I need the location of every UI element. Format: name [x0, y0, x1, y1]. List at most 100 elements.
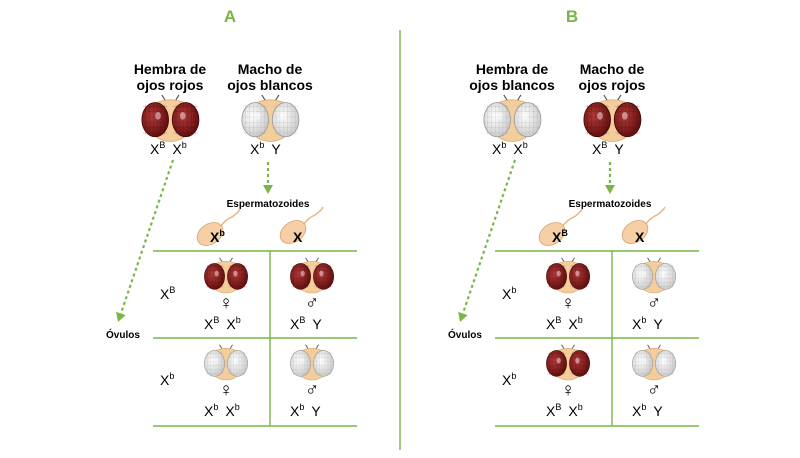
- allele-base: X: [160, 372, 170, 388]
- sperm-genotype: X: [293, 229, 302, 245]
- fly-head-red-eyes-icon: [141, 94, 199, 143]
- allele-base: X: [568, 403, 578, 419]
- sperm-title-text: Espermatozoides: [568, 199, 652, 210]
- allele: Xb: [204, 402, 219, 419]
- panel-letter-text: A: [223, 7, 237, 26]
- allele-superscript: b: [234, 402, 240, 412]
- allele-superscript: b: [213, 402, 219, 412]
- allele: Xb: [160, 371, 174, 388]
- fly-head-red-eyes-icon: [546, 257, 590, 294]
- allele: XB: [160, 285, 176, 302]
- sperm-title: Espermatozoides: [540, 199, 680, 210]
- sex-symbol: ♂: [646, 293, 662, 314]
- allele: Xb: [492, 140, 506, 157]
- egg-genotype: Xb: [502, 285, 516, 302]
- allele-base: X: [632, 403, 642, 419]
- allele: Xb: [172, 140, 187, 157]
- fly-head-red-eyes-icon: [546, 344, 590, 381]
- allele: Xb: [290, 402, 305, 419]
- allele: XB: [592, 140, 607, 157]
- label-line: ojos blancos: [469, 77, 555, 93]
- label-line: ojos rojos: [578, 77, 646, 93]
- allele: Xb: [632, 315, 647, 332]
- allele-superscript: b: [641, 315, 647, 325]
- fly-head-white-eyes-icon: [632, 344, 676, 381]
- egg-genotype: Xb: [502, 371, 516, 388]
- allele-superscript: B: [561, 228, 568, 238]
- allele: Xb: [250, 140, 264, 157]
- fly-head-red-eyes-icon: [204, 257, 248, 294]
- female-genotype: Xb Xb: [492, 140, 528, 157]
- allele-superscript: B: [159, 140, 166, 150]
- ovulos-label: Óvulos: [448, 330, 482, 341]
- allele-base: X: [635, 229, 645, 245]
- allele-superscript: b: [181, 140, 187, 150]
- allele-superscript: b: [641, 402, 647, 412]
- allele-superscript: B: [213, 315, 220, 325]
- female-symbol-icon: ♀: [556, 380, 580, 402]
- allele-base: X: [293, 229, 303, 245]
- allele-base: X: [502, 286, 512, 302]
- sperm-genotype: Xb: [210, 228, 225, 245]
- fly-head-white-eyes-icon: [632, 257, 676, 294]
- allele: XB: [150, 140, 166, 157]
- ovulos-label: Óvulos: [106, 330, 140, 341]
- allele: XB: [546, 402, 561, 419]
- sperm-icon: [196, 208, 241, 246]
- sperm-title-text: Espermatozoides: [226, 199, 310, 210]
- allele-base: X: [552, 229, 562, 245]
- allele-base: Y: [312, 316, 322, 332]
- allele-base: X: [150, 141, 160, 157]
- allele: Xb: [226, 315, 240, 332]
- ovulos-text: Óvulos: [106, 330, 140, 341]
- allele-superscript: b: [219, 228, 225, 238]
- allele-base: X: [160, 286, 170, 302]
- allele-base: X: [513, 141, 523, 157]
- allele: Xb: [568, 402, 582, 419]
- sperm-title: Espermatozoides: [198, 199, 338, 210]
- sperm-genotype: XB: [552, 228, 568, 245]
- allele-base: X: [210, 229, 220, 245]
- allele-base: X: [290, 316, 300, 332]
- allele: X: [635, 229, 644, 245]
- allele: Xb: [513, 140, 527, 157]
- male-symbol-icon: ♂: [300, 380, 324, 402]
- panel-letter-text: B: [565, 7, 579, 26]
- sex-symbol: ♂: [304, 293, 320, 314]
- allele: Y: [312, 316, 321, 332]
- allele-superscript: b: [299, 402, 305, 412]
- fly-head-red-eyes-icon: [583, 94, 641, 143]
- allele: XB: [552, 228, 568, 245]
- allele: XB: [204, 315, 220, 332]
- allele: Xb: [502, 371, 516, 388]
- sex-symbol: ♂: [646, 380, 662, 401]
- allele-superscript: B: [299, 315, 306, 325]
- allele: Y: [311, 403, 320, 419]
- male-symbol-icon: ♂: [300, 293, 324, 315]
- allele: X: [293, 229, 302, 245]
- egg-genotype: Xb: [160, 371, 174, 388]
- fly-head-white-eyes-icon: [483, 94, 541, 143]
- allele-base: Y: [614, 141, 624, 157]
- sex-symbol: ♀: [560, 293, 576, 314]
- allele-superscript: B: [169, 285, 176, 295]
- allele: Xb: [210, 228, 225, 245]
- male-symbol-icon: ♂: [642, 293, 666, 315]
- allele: Y: [614, 141, 623, 157]
- egg-genotype: XB: [160, 285, 176, 302]
- allele-superscript: B: [555, 315, 562, 325]
- male-symbol-icon: ♂: [642, 380, 666, 402]
- allele: Y: [653, 403, 662, 419]
- allele-base: X: [592, 141, 602, 157]
- label-line: Hembra de: [133, 61, 207, 77]
- female-symbol-icon: ♀: [556, 293, 580, 315]
- allele-base: X: [492, 141, 502, 157]
- ovulos-text: Óvulos: [448, 330, 482, 341]
